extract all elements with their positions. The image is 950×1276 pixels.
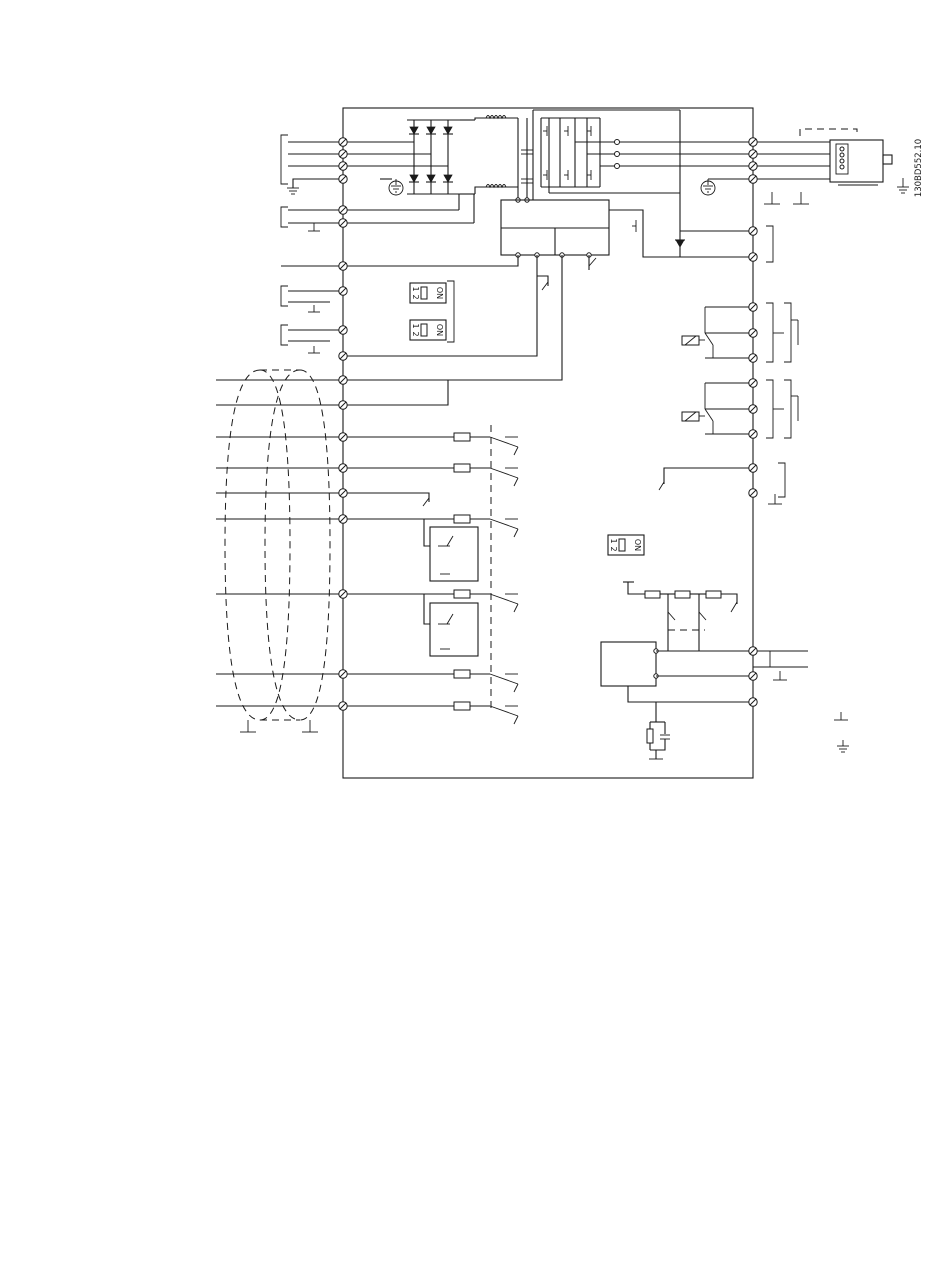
terminal-screw-icon[interactable] [749, 489, 757, 497]
terminal-screw-icon[interactable] [749, 379, 757, 387]
terminal-screw-icon[interactable] [749, 150, 757, 158]
terminal-screw-icon[interactable] [339, 206, 347, 214]
relay-1 [682, 303, 798, 362]
document-code: 130BD552.10 [914, 139, 924, 197]
terminal-screw-icon[interactable] [749, 329, 757, 337]
svg-text:2: 2 [411, 294, 420, 299]
dip-switch[interactable]: ON 1 2 [410, 320, 446, 340]
svg-text:ON: ON [435, 324, 444, 336]
analog-output [659, 463, 785, 504]
rectifier-bridge [343, 120, 460, 195]
terminal-screw-icon[interactable] [749, 175, 757, 183]
terminal-screw-icon[interactable] [339, 670, 347, 678]
terminal-screw-icon[interactable] [339, 326, 347, 334]
terminal-screw-icon[interactable] [339, 464, 347, 472]
terminal-screw-icon[interactable] [339, 489, 347, 497]
terminal-screw-icon[interactable] [339, 401, 347, 409]
svg-text:2: 2 [411, 331, 420, 336]
protective-earth-icon [389, 179, 403, 195]
dip-switch[interactable]: ON 1 2 [608, 535, 644, 555]
terminal-screw-icon[interactable] [749, 162, 757, 170]
svg-text:1: 1 [411, 286, 420, 291]
drive-enclosure [343, 108, 753, 778]
terminal-screw-icon[interactable] [749, 354, 757, 362]
terminal-screw-icon[interactable] [339, 433, 347, 441]
opto-switch [490, 437, 518, 724]
igbt-icon [543, 126, 591, 180]
brake-chopper [609, 210, 773, 262]
terminal-screw-icon[interactable] [749, 138, 757, 146]
svg-text:1: 1 [411, 323, 420, 328]
earth-icon [287, 188, 299, 194]
terminal-screw-icon[interactable] [339, 262, 347, 270]
terminal-screw-icon[interactable] [749, 253, 757, 261]
protective-earth-icon [701, 179, 753, 195]
control-block [343, 200, 609, 380]
terminal-screw-icon[interactable] [339, 702, 347, 710]
terminal-screw-icon[interactable] [749, 647, 757, 655]
terminal-screw-icon[interactable] [749, 464, 757, 472]
terminal-screw-icon[interactable] [749, 698, 757, 706]
shielded-pair-top [281, 204, 343, 231]
terminal-screw-icon[interactable] [749, 405, 757, 413]
rs485-interface [601, 582, 808, 759]
terminal-screw-icon[interactable] [339, 175, 347, 183]
motor-icon [830, 140, 892, 185]
earth-icon [837, 740, 849, 752]
mains-input [281, 135, 343, 194]
earth-icon [897, 178, 909, 193]
terminal-screw-icon[interactable] [749, 430, 757, 438]
input-resistors [400, 425, 518, 724]
terminal-screw-icon[interactable] [339, 376, 347, 384]
terminal-screw-icon[interactable] [339, 590, 347, 598]
svg-text:1: 1 [609, 538, 618, 543]
svg-text:ON: ON [633, 539, 642, 551]
terminal-screw-icon[interactable] [339, 138, 347, 146]
terminal-screw-icon[interactable] [339, 162, 347, 170]
chassis-ground-icon [834, 712, 848, 720]
terminal-screw-icon[interactable] [339, 150, 347, 158]
dip-switch[interactable]: ON 1 2 [410, 283, 446, 303]
terminal-screw-icon[interactable] [339, 515, 347, 523]
terminal-screw-icon[interactable] [339, 352, 347, 360]
digital-inputs [216, 370, 454, 732]
terminal-screw-icon[interactable] [749, 303, 757, 311]
terminal-screw-icon[interactable] [749, 227, 757, 235]
motor-output [753, 129, 909, 204]
relay-2 [682, 380, 798, 438]
terminal-screw-icon[interactable] [339, 287, 347, 295]
svg-text:ON: ON [435, 287, 444, 299]
terminal-screw-icon[interactable] [749, 672, 757, 680]
svg-text:2: 2 [609, 546, 618, 551]
terminal-screw-icon[interactable] [339, 219, 347, 227]
